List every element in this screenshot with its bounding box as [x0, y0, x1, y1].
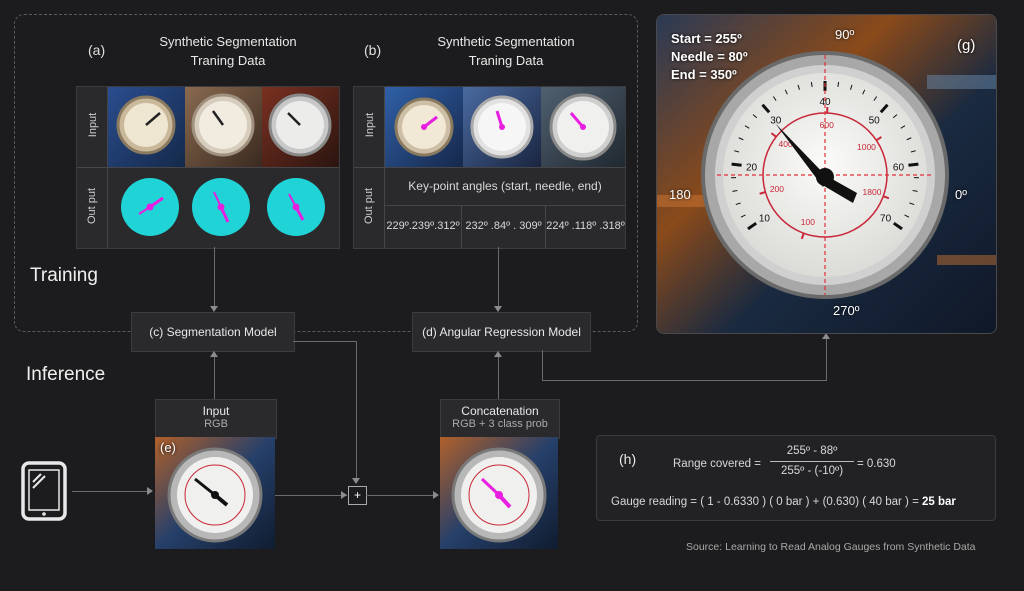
outer-tick-label: 40 — [819, 97, 831, 108]
inner-tick-label: 100 — [801, 217, 815, 227]
gauge-thumb-2 — [191, 93, 255, 157]
inner-tick-label: 600 — [820, 120, 834, 130]
inner-tick — [759, 191, 766, 195]
panel-a-input-label: Input — [87, 112, 99, 138]
outer-minor-tick — [735, 202, 741, 206]
range-label: Range covered = — [673, 458, 761, 470]
concatenation-box: Concatenation RGB + 3 class prob — [440, 399, 560, 439]
outer-tick-label: 60 — [893, 162, 905, 173]
outer-minor-tick — [883, 104, 888, 109]
segmentation-output-1 — [121, 178, 179, 236]
panel-a-title: Synthetic Segmentation Traning Data — [159, 34, 297, 68]
tablet-icon — [21, 461, 67, 521]
range-result: = 0.630 — [857, 458, 896, 470]
range-denominator: 255º - (-10º) — [780, 465, 844, 477]
outer-minor-tick — [732, 189, 738, 192]
outer-minor-tick — [900, 125, 906, 129]
outer-minor-tick — [906, 137, 912, 141]
inner-tick — [875, 136, 882, 142]
training-region — [14, 14, 638, 332]
outer-minor-tick — [744, 125, 750, 129]
gauge-detail-image: 10 20 30 40 50 60 70 100 200 400 600 1000 1800 — [657, 15, 996, 333]
gauge-thumb-3 — [268, 93, 332, 157]
outer-minor-tick — [912, 189, 918, 192]
outer-minor-tick — [810, 81, 813, 88]
concat-plus-node: + — [348, 486, 367, 505]
inner-tick-label: 1000 — [857, 142, 876, 152]
outer-minor-tick — [738, 137, 744, 141]
outer-minor-tick — [892, 114, 898, 119]
panel-b: Input Out put Key-point angles (start, n… — [353, 86, 626, 249]
training-label: Training — [30, 265, 98, 286]
segmentation-model-box: (c) Segmentation Model — [131, 312, 295, 352]
segmentation-output-3 — [267, 178, 325, 236]
gauge-thumb-1 — [116, 95, 176, 155]
panel-b-title: Synthetic Segmentation Traning Data — [437, 34, 575, 68]
inner-tick-label: 1800 — [863, 187, 882, 197]
panel-e-letter: (e) — [160, 440, 176, 455]
panel-h: (h) Range covered = 255º - 88º 255º - (-… — [596, 435, 996, 521]
outer-minor-tick — [784, 89, 788, 95]
axis-0: 0º — [955, 187, 967, 202]
angle-triplet-2: 232º .84º . 309º — [465, 220, 542, 232]
end-angle: End = 350º — [671, 67, 737, 82]
panel-a-output-label: Out put — [86, 187, 98, 225]
outer-minor-tick — [910, 150, 916, 153]
inner-tick — [882, 195, 890, 200]
outer-minor-tick — [837, 81, 840, 88]
keypoint-header: Key-point angles (start, needle, end) — [408, 179, 602, 193]
inner-tick-label: 200 — [770, 184, 784, 194]
axis-270: 270º — [833, 303, 860, 318]
outer-minor-tick — [904, 214, 910, 218]
needle-angle: Needle = 80º — [671, 49, 748, 64]
panel-g-letter: (g) — [957, 37, 976, 54]
outer-minor-tick — [734, 150, 740, 153]
outer-minor-tick — [731, 163, 737, 166]
outer-minor-tick — [862, 89, 866, 95]
outer-minor-tick — [913, 163, 919, 166]
outer-minor-tick — [873, 96, 878, 101]
inner-tick — [800, 232, 805, 240]
panel-a-input-images — [108, 87, 339, 167]
axis-180: 180 — [669, 187, 691, 202]
outer-tick-label: 10 — [759, 213, 771, 224]
inner-tick — [770, 132, 777, 138]
panel-b-output-label: Out put — [363, 187, 375, 225]
axis-90: 90º — [835, 27, 855, 42]
start-angle: Start = 255º — [671, 31, 742, 46]
inference-input-image — [155, 437, 275, 549]
panel-g: 10 20 30 40 50 60 70 100 200 400 600 1000 1800 Start… — [656, 14, 997, 334]
outer-minor-tick — [740, 214, 746, 218]
outer-tick-label: 70 — [880, 213, 892, 224]
outer-minor-tick — [772, 96, 777, 101]
inference-input-box: Input RGB — [155, 399, 277, 439]
inference-label: Inference — [26, 364, 106, 385]
concatenation-image — [440, 437, 558, 549]
outer-minor-tick — [762, 104, 767, 109]
panel-b-input-images — [385, 87, 625, 167]
segmentation-output-2 — [192, 178, 250, 236]
outer-tick-label: 30 — [770, 116, 782, 127]
panel-h-letter: (h) — [619, 451, 637, 467]
angular-regression-model-box: (d) Angular Regression Model — [412, 312, 591, 352]
inner-tick-label: 400 — [779, 139, 793, 149]
gauge-reading-result: 25 bar — [922, 496, 956, 508]
panel-a: Input Out put — [76, 86, 340, 249]
range-numerator: 255º - 88º — [786, 445, 838, 457]
source-citation: Source: Learning to Read Analog Gauges f… — [686, 541, 976, 553]
outer-minor-tick — [752, 114, 758, 119]
gauge-reading-formula: Gauge reading = ( 1 - 0.6330 ) ( 0 bar )… — [611, 496, 956, 508]
outer-minor-tick — [797, 84, 800, 90]
panel-b-letter: (b) — [364, 42, 382, 58]
angle-triplet-3: 224º .118º .318º — [546, 220, 625, 232]
outer-minor-tick — [850, 84, 853, 90]
angle-triplet-1: 229º.239º.312º — [386, 220, 460, 232]
outer-minor-tick — [897, 225, 903, 230]
outer-minor-tick — [747, 225, 753, 230]
panel-b-input-label: Input — [364, 112, 376, 138]
outer-tick-label: 50 — [869, 116, 881, 127]
panel-a-letter: (a) — [88, 42, 106, 58]
outer-minor-tick — [909, 202, 915, 206]
outer-tick-label: 20 — [746, 162, 758, 173]
